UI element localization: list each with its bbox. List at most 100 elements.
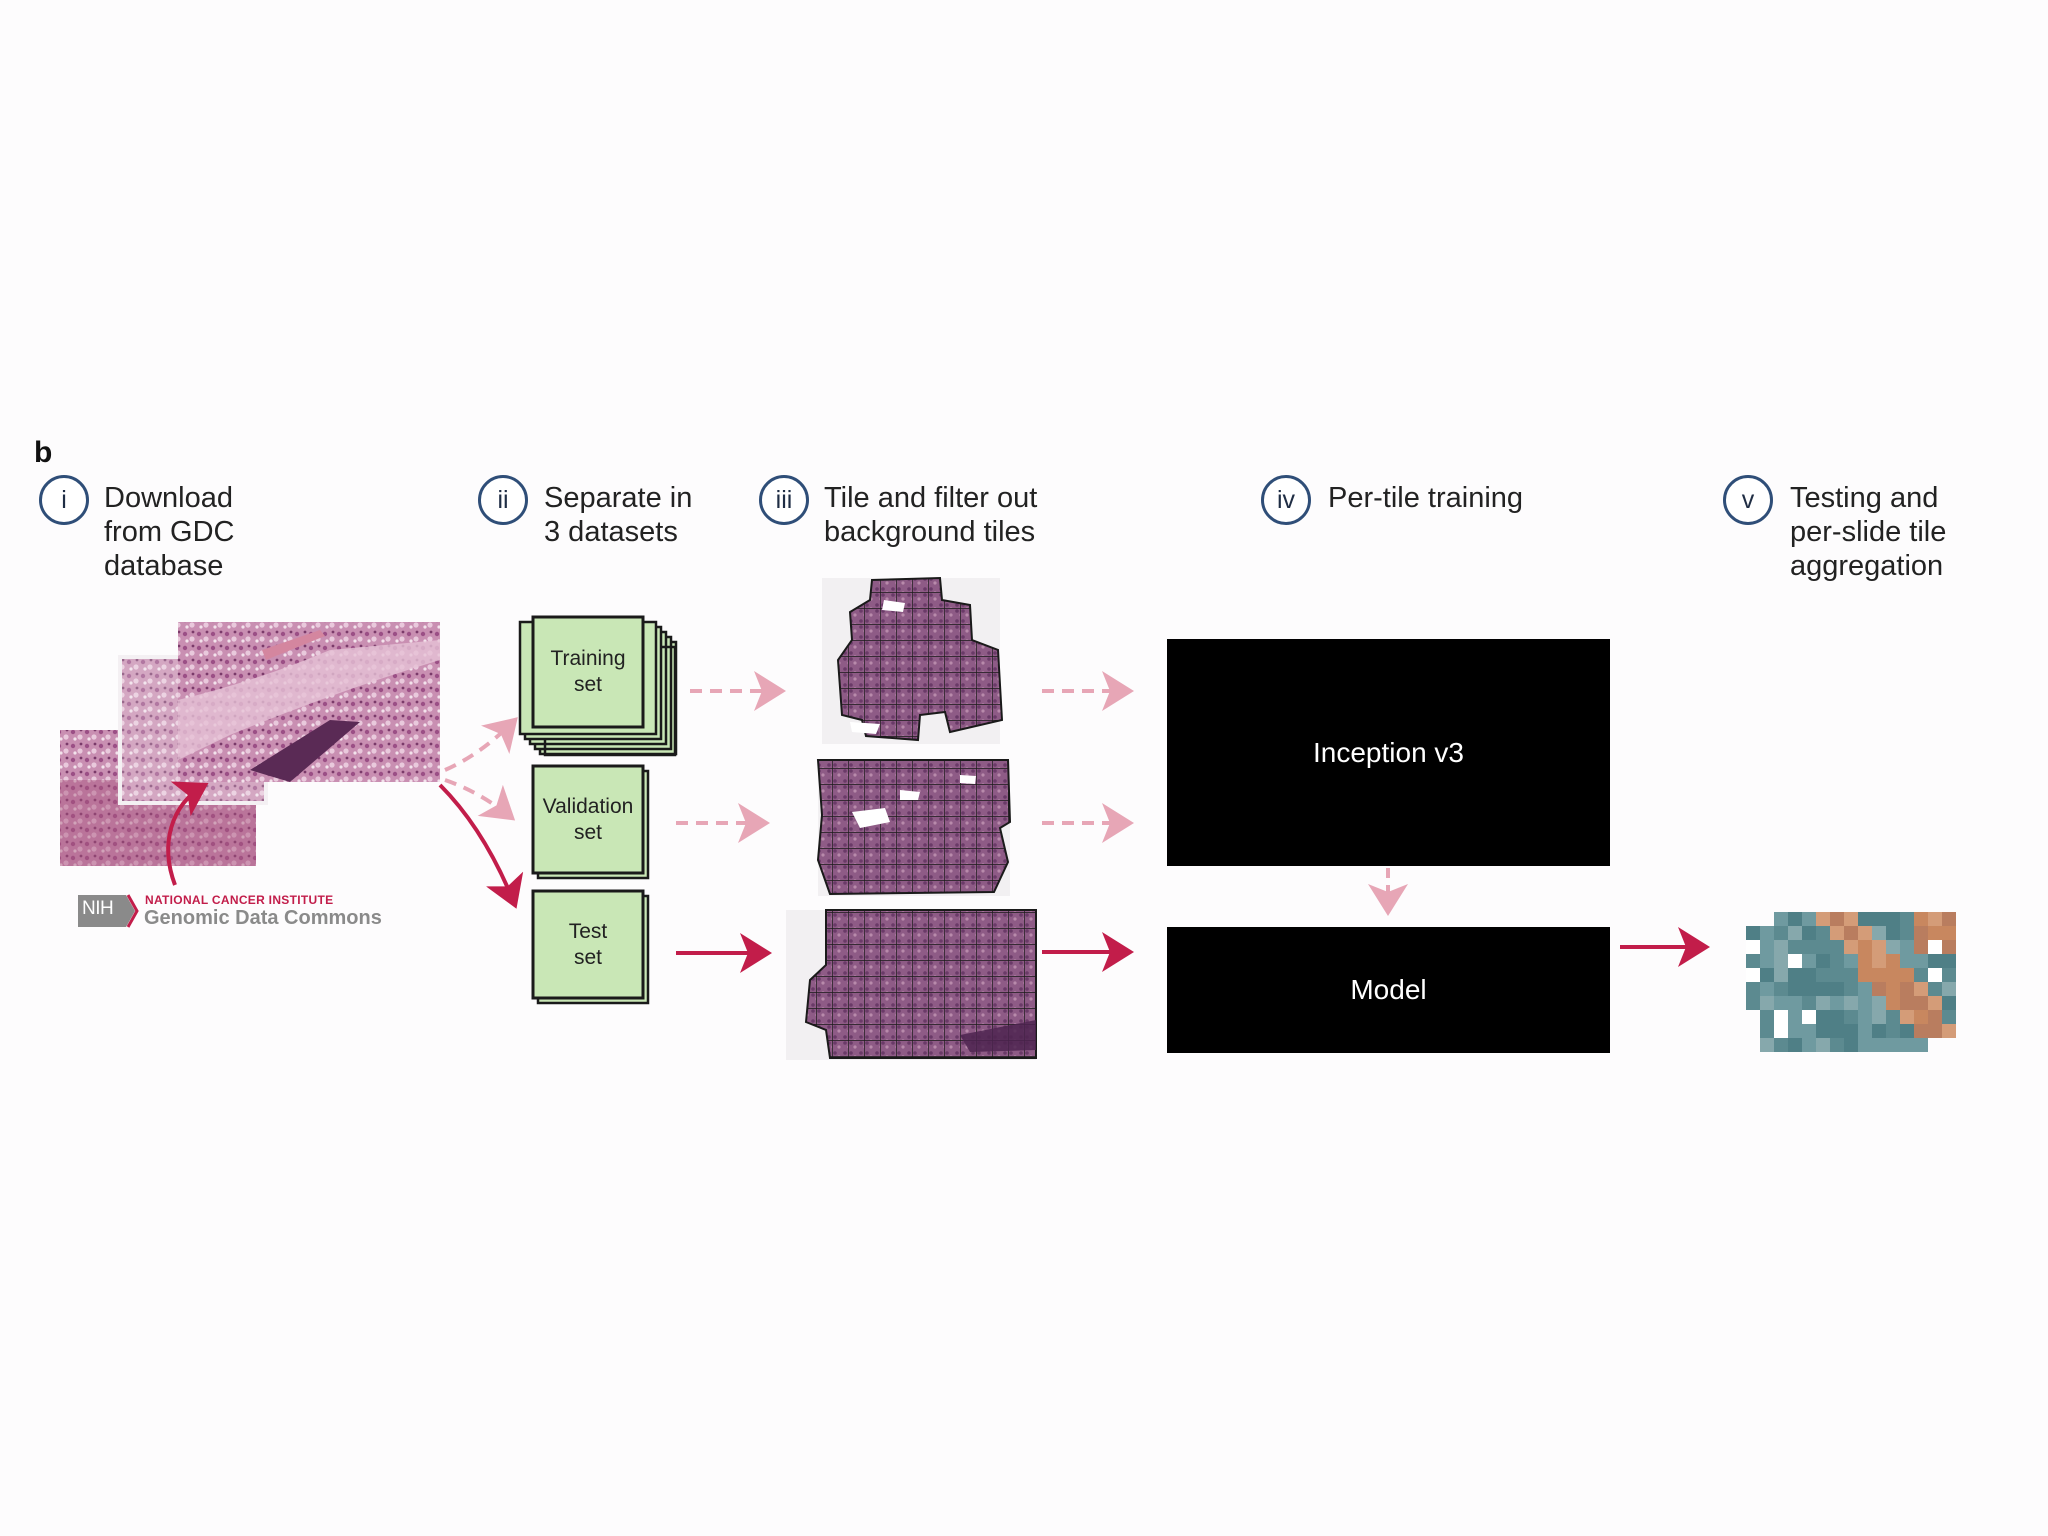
step-iii-label: Tile and filter out background tiles [824, 481, 1037, 549]
heatmap-tile [1816, 912, 1830, 926]
heatmap-tile [1774, 954, 1788, 968]
heatmap-tile [1746, 926, 1760, 940]
heatmap-tile [1760, 926, 1774, 940]
heatmap-tile [1830, 912, 1844, 926]
heatmap-tile [1858, 996, 1872, 1010]
heatmap-tile [1830, 968, 1844, 982]
step-ii-line-1: Separate in [544, 482, 693, 514]
heatmap-tile [1844, 1010, 1858, 1024]
heatmap-tile [1942, 982, 1956, 996]
heatmap-tile [1914, 940, 1928, 954]
heatmap-tile [1858, 1024, 1872, 1038]
heatmap-tile [1900, 1024, 1914, 1038]
heatmap-tile [1774, 1024, 1788, 1038]
heatmap-tile [1928, 996, 1942, 1010]
heatmap-tile [1942, 1010, 1956, 1024]
heatmap-tile [1914, 912, 1928, 926]
per-tile-prediction-heatmap [1746, 912, 1956, 1052]
test-set-stack [531, 889, 650, 1005]
heatmap-tile [1816, 996, 1830, 1010]
heatmap-tile [1802, 912, 1816, 926]
step-iii-line-1: Tile and filter out [824, 482, 1038, 514]
heatmap-tile [1760, 996, 1774, 1010]
heatmap-tile [1858, 982, 1872, 996]
heatmap-tile [1914, 1010, 1928, 1024]
heatmap-tile [1746, 940, 1760, 954]
heatmap-tile [1914, 926, 1928, 940]
heatmap-tile [1872, 982, 1886, 996]
heatmap-tile [1914, 982, 1928, 996]
heatmap-tile [1858, 940, 1872, 954]
model-label: Model [1350, 974, 1427, 1005]
step-v-badge: v [1723, 475, 1773, 525]
nci-name: NATIONAL CANCER INSTITUTE [145, 893, 334, 907]
heatmap-tile [1788, 912, 1802, 926]
heatmap-tile [1788, 940, 1802, 954]
step-iii-badge: iii [759, 475, 809, 525]
arrow-slides-to-validation [444, 778, 516, 821]
heatmap-tile [1886, 940, 1900, 954]
heatmap-tile [1858, 968, 1872, 982]
step-iv-numeral: iv [1276, 485, 1296, 514]
heatmap-tile [1844, 982, 1858, 996]
heatmap-tile [1900, 912, 1914, 926]
heatmap-tile [1774, 968, 1788, 982]
heatmap-tile [1942, 912, 1956, 926]
heatmap-tile [1788, 982, 1802, 996]
heatmap-tile [1858, 912, 1872, 926]
heatmap-tile [1774, 912, 1788, 926]
heatmap-tile [1844, 1038, 1858, 1052]
heatmap-tile [1774, 926, 1788, 940]
heatmap-tile [1872, 996, 1886, 1010]
heatmap-tile [1844, 940, 1858, 954]
heatmap-tile [1928, 912, 1942, 926]
step-ii-line-2: 3 datasets [544, 516, 678, 548]
tiled-slide-validation [816, 759, 1012, 896]
heatmap-tile [1788, 926, 1802, 940]
heatmap-tile [1886, 1038, 1900, 1052]
heatmap-tile [1746, 954, 1760, 968]
heatmap-tile [1774, 982, 1788, 996]
step-iii-line-2: background tiles [824, 516, 1036, 548]
heatmap-tile [1802, 1038, 1816, 1052]
heatmap-tile [1830, 982, 1844, 996]
heatmap-tile [1802, 968, 1816, 982]
heatmap-tile [1760, 1024, 1774, 1038]
heatmap-tile [1802, 1010, 1816, 1024]
step-ii-numeral: ii [497, 485, 509, 514]
heatmap-tile [1816, 1010, 1830, 1024]
training-set-stack [518, 615, 678, 757]
heatmap-tile [1886, 912, 1900, 926]
heatmap-tile [1788, 968, 1802, 982]
step-v-line-2: per-slide tile [1790, 516, 1947, 548]
step-i-numeral: i [61, 485, 67, 514]
heatmap-tile [1886, 1010, 1900, 1024]
heatmap-tile [1830, 1010, 1844, 1024]
nih-abbreviation: NIH [82, 898, 114, 919]
heatmap-tile [1900, 954, 1914, 968]
arrow-slides-to-test [438, 783, 524, 909]
inception-v3-label: Inception v3 [1313, 736, 1464, 768]
heatmap-tile [1760, 940, 1774, 954]
heatmap-tile [1942, 996, 1956, 1010]
heatmap-tile [1872, 940, 1886, 954]
heatmap-tile [1746, 996, 1760, 1010]
step-i-line-3: database [104, 550, 224, 582]
heatmap-tile [1788, 1038, 1802, 1052]
heatmap-tile [1872, 926, 1886, 940]
heatmap-tile [1802, 982, 1816, 996]
heatmap-tile [1900, 940, 1914, 954]
heatmap-tile [1830, 996, 1844, 1010]
step-v-line-1: Testing and [1790, 482, 1939, 514]
heatmap-tile [1774, 996, 1788, 1010]
inception-v3-block [1167, 639, 1610, 866]
heatmap-tile [1760, 954, 1774, 968]
heatmap-tile [1928, 982, 1942, 996]
model-block [1167, 927, 1610, 1053]
heatmap-tile [1886, 1024, 1900, 1038]
heatmap-tile [1816, 954, 1830, 968]
heatmap-tile [1886, 982, 1900, 996]
heatmap-tile [1872, 1010, 1886, 1024]
